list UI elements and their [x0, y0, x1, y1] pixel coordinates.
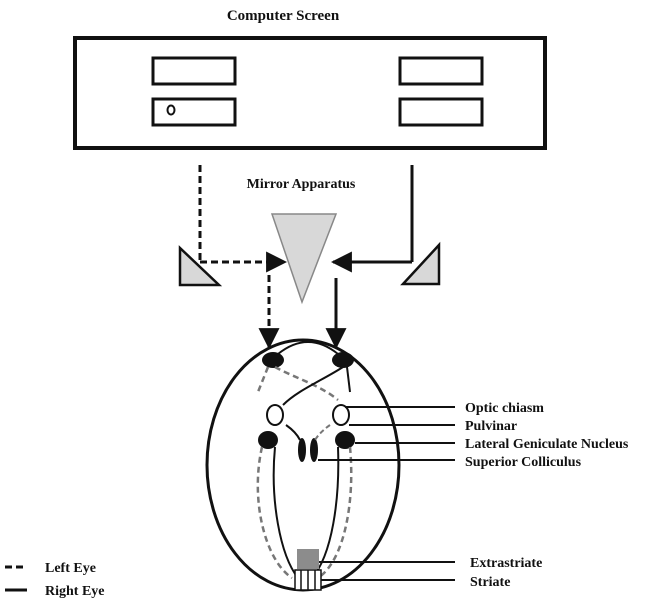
screen-box-top-right	[398, 56, 484, 86]
label-pulvinar: Pulvinar	[465, 419, 517, 434]
screen-box-bottom-left	[151, 97, 237, 127]
superior-colliculus-right	[310, 438, 318, 462]
label-striate: Striate	[470, 575, 510, 590]
pulvinar-right	[332, 404, 350, 426]
legend-left-eye-label: Left Eye	[45, 561, 96, 576]
legend-right-eye-label: Right Eye	[45, 584, 105, 599]
lgn-right	[335, 431, 355, 449]
pulvinar-left	[266, 404, 284, 426]
right-eye-path	[325, 165, 414, 350]
left-eye-node	[262, 352, 284, 368]
extrastriate-cortex	[297, 549, 319, 569]
lgn-left	[258, 431, 278, 449]
right-mirror	[400, 241, 441, 286]
left-mirror	[178, 245, 223, 287]
superior-colliculus-left	[298, 438, 306, 462]
screen-box-top-left	[151, 56, 237, 86]
legend: Left Eye Right Eye	[5, 561, 105, 599]
label-superior-colliculus: Superior Colliculus	[465, 455, 582, 470]
right-eye-node	[332, 352, 354, 368]
label-extrastriate: Extrastriate	[470, 556, 542, 571]
left-eye-path	[198, 165, 288, 350]
screen-box-bottom-right	[398, 97, 484, 127]
label-optic-chiasm: Optic chiasm	[465, 401, 544, 416]
leader-lines	[318, 406, 455, 581]
label-lgn: Lateral Geniculate Nucleus	[465, 437, 629, 452]
computer-screen-title: Computer Screen	[227, 8, 340, 24]
mirror-apparatus-label: Mirror Apparatus	[247, 177, 356, 192]
computer-screen	[73, 36, 547, 150]
brain-schematic	[205, 338, 401, 592]
center-mirror-prism	[270, 213, 338, 305]
screen-target-dot	[166, 104, 176, 116]
